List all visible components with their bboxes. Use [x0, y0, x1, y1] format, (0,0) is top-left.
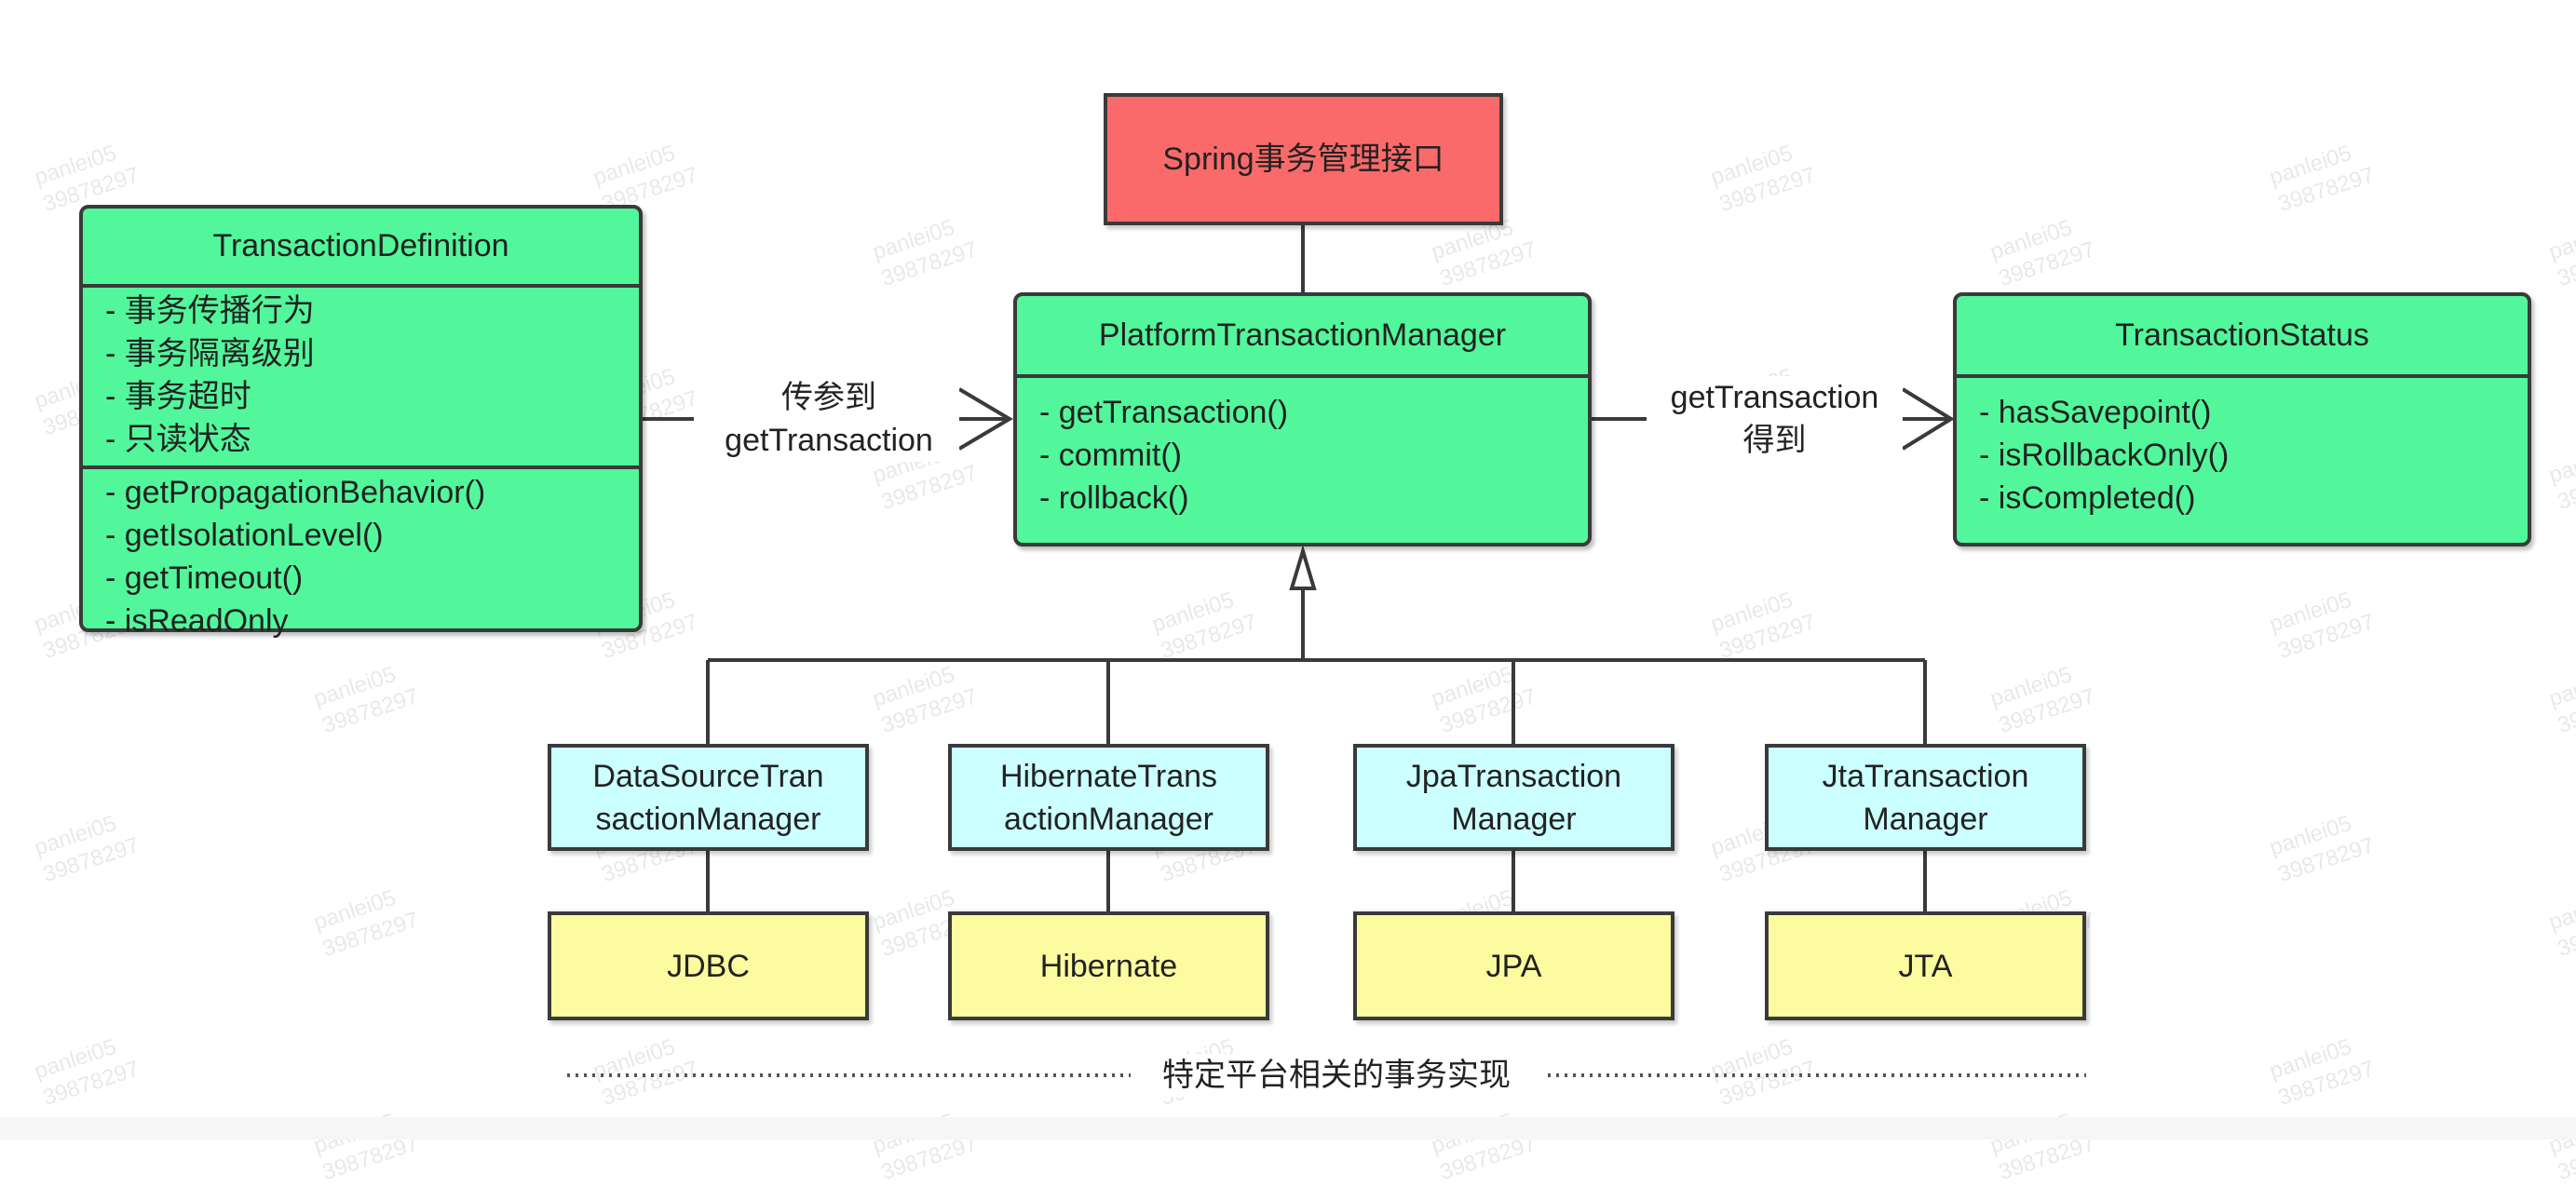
spring-interface-box: Spring事务管理接口: [1104, 93, 1503, 225]
method-item: - getTimeout(): [105, 560, 304, 596]
method-item: - isReadOnly: [105, 603, 289, 639]
platform-box-jdbc: JDBC: [548, 911, 869, 1020]
impl-name-line: Manager: [1863, 801, 1988, 837]
method-item: - getIsolationLevel(): [105, 518, 384, 553]
impl-box-datasource: DataSourceTran sactionManager: [548, 744, 869, 851]
platform-transaction-manager-title: PlatformTransactionManager: [1017, 296, 1588, 378]
transaction-definition-methods: - getPropagationBehavior() - getIsolatio…: [83, 465, 639, 642]
method-item: - isRollbackOnly(): [1979, 438, 2230, 473]
platform-box-jta: JTA: [1765, 911, 2086, 1020]
platform-name: JDBC: [667, 948, 750, 984]
arrow-label-line: 得到: [1742, 423, 1807, 458]
method-item: - getTransaction(): [1039, 395, 1289, 430]
property-item: - 事务隔离级别: [105, 336, 315, 371]
platform-box-jpa: JPA: [1353, 911, 1674, 1020]
transaction-status-methods: - hasSavepoint() - isRollbackOnly() - is…: [1957, 378, 2528, 519]
impl-name-line: JtaTransaction: [1822, 758, 2029, 794]
property-item: - 只读状态: [105, 422, 251, 457]
platform-name: Hibernate: [1039, 948, 1178, 984]
footer-caption: 特定平台相关的事务实现: [1131, 1054, 1542, 1097]
transaction-definition-box: TransactionDefinition - 事务传播行为 - 事务隔离级别 …: [79, 205, 643, 639]
property-item: - 事务超时: [105, 379, 251, 414]
method-item: - getPropagationBehavior(): [105, 475, 486, 510]
spring-interface-title: Spring事务管理接口: [1162, 142, 1444, 177]
method-item: - commit(): [1039, 438, 1182, 473]
transaction-status-title: TransactionStatus: [1957, 296, 2528, 378]
impl-name-line: JpaTransaction: [1405, 758, 1622, 794]
impl-name-line: HibernateTrans: [999, 758, 1218, 794]
connectors: [567, 225, 2086, 1077]
impl-name-line: actionManager: [1004, 801, 1213, 837]
status-arrow-label: getTransaction 得到: [1647, 376, 1903, 462]
platform-name: JTA: [1898, 948, 1953, 984]
transaction-definition-properties: - 事务传播行为 - 事务隔离级别 - 事务超时 - 只读状态: [83, 288, 639, 465]
property-item: - 事务传播行为: [105, 293, 315, 329]
transaction-status-box: TransactionStatus - hasSavepoint() - isR…: [1953, 292, 2531, 546]
inheritance-triangle-icon: [1289, 545, 1317, 590]
platform-transaction-manager-methods: - getTransaction() - commit() - rollback…: [1017, 378, 1588, 519]
method-item: - hasSavepoint(): [1979, 395, 2212, 430]
definition-arrow-label: 传参到 getTransaction: [698, 376, 959, 462]
bottom-strip: [0, 1117, 2576, 1140]
transaction-definition-title: TransactionDefinition: [83, 209, 639, 288]
impl-box-hibernate: HibernateTrans actionManager: [948, 744, 1269, 851]
platform-transaction-manager-box: PlatformTransactionManager - getTransact…: [1013, 292, 1592, 546]
arrow-label-line: 传参到: [781, 380, 876, 415]
method-item: - isCompleted(): [1979, 480, 2196, 516]
method-item: - rollback(): [1039, 480, 1189, 516]
platform-name: JPA: [1485, 948, 1542, 984]
impl-name-line: DataSourceTran: [592, 758, 824, 794]
arrow-label-line: getTransaction: [725, 423, 933, 458]
impl-name-line: Manager: [1451, 801, 1577, 837]
platform-box-hibernate: Hibernate: [948, 911, 1269, 1020]
arrow-label-line: getTransaction: [1670, 380, 1879, 415]
impl-name-line: sactionManager: [595, 801, 821, 837]
